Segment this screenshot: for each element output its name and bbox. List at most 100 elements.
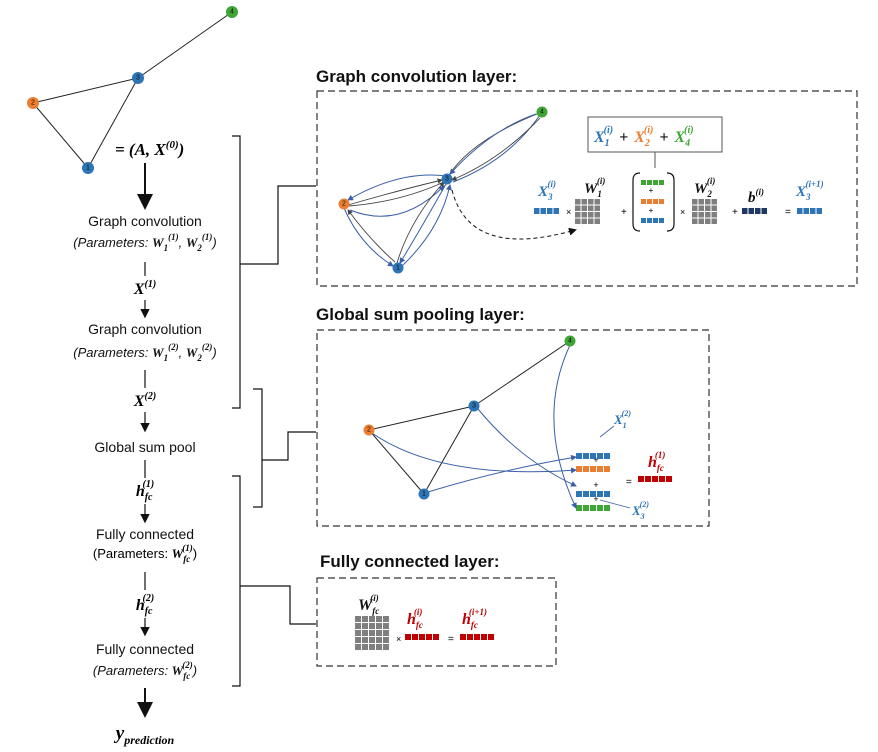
graph-node-2: 2 — [338, 198, 350, 210]
matrix-cell — [653, 199, 658, 204]
plus-symbol: + — [593, 455, 598, 465]
matrix-cell — [797, 208, 803, 214]
matrix-cell — [692, 205, 698, 211]
matrix-cell — [604, 491, 610, 497]
pool-panel — [316, 329, 710, 527]
matrix-cell — [748, 208, 754, 214]
matrix-cell — [698, 212, 704, 218]
pool-arrow — [427, 454, 577, 493]
matrix-cell — [581, 212, 587, 218]
matrix-cell — [588, 218, 594, 224]
input-graph: 4 3 2 1 — [27, 6, 238, 174]
vector-bias — [742, 208, 767, 214]
matrix-cell — [369, 623, 375, 629]
pool-x3-label: X3(2) — [631, 500, 649, 521]
matrix-cell — [705, 212, 711, 218]
graph-edge — [473, 340, 571, 407]
matrix-cell — [652, 476, 658, 482]
matrix-cell — [433, 634, 439, 640]
neighbor-sum-formula: X1(i) + X2(i) + X4(i) — [593, 120, 694, 149]
graph-edge — [347, 209, 396, 263]
graph-edge — [368, 429, 425, 495]
matrix-cell — [369, 616, 375, 622]
pool-panel-title: Global sum pooling layer: — [316, 305, 525, 324]
flow-x1-label: X(1) — [133, 279, 156, 298]
matrix-cell — [597, 466, 603, 472]
plus-symbol: + — [593, 494, 598, 504]
matrix-cell — [383, 623, 389, 629]
svg-text:3: 3 — [445, 176, 449, 183]
graph-edge — [347, 174, 447, 201]
matrix-cell — [576, 505, 582, 511]
matrix-cell — [460, 634, 466, 640]
neighbor-sum-box — [587, 116, 723, 153]
matrix-cell — [590, 453, 596, 459]
matrix-cell — [588, 205, 594, 211]
plus-symbol: + — [649, 206, 654, 215]
gconv-w1-label: W1(i) — [584, 176, 605, 199]
vector-orange — [641, 199, 664, 204]
matrix-cell — [659, 199, 664, 204]
fc-weight-matrix — [355, 616, 389, 650]
fc-output-label: hfc(i+1) — [462, 607, 487, 630]
graph-edge — [137, 11, 233, 79]
vector-x3-next — [797, 208, 822, 214]
svg-text:2: 2 — [367, 427, 371, 434]
svg-text:2: 2 — [342, 201, 346, 208]
matrix-cell — [705, 199, 711, 205]
graph-edge — [348, 181, 445, 207]
matrix-cell — [376, 630, 382, 636]
graph-edge — [401, 184, 452, 267]
pool-arrow — [371, 432, 577, 474]
matrix-cell — [405, 634, 411, 640]
flow-hfc1-label: hfc(1) — [136, 479, 154, 503]
matrix-cell — [383, 630, 389, 636]
bracket-left — [632, 172, 641, 232]
graph-edge — [399, 183, 447, 264]
dashed-arrow — [451, 189, 577, 240]
gconv-bias-label: b(i) — [748, 187, 764, 206]
matrix-cell — [711, 205, 717, 211]
graph-edge — [368, 405, 475, 431]
matrix-cell — [355, 630, 361, 636]
graph-node-3: 3 — [132, 72, 144, 84]
matrix-cell — [647, 180, 652, 185]
matrix-cell — [659, 180, 664, 185]
matrix-cell — [594, 205, 600, 211]
gconv-graph: 4 3 2 1 — [338, 106, 577, 274]
matrix-cell — [383, 616, 389, 622]
matrix-cell — [376, 637, 382, 643]
svg-text:4: 4 — [230, 9, 234, 16]
plus-symbol: + — [621, 207, 627, 218]
matrix-cell — [604, 466, 610, 472]
matrix-cell — [553, 208, 559, 214]
graph-edge — [343, 207, 394, 267]
svg-text:3: 3 — [136, 75, 140, 82]
fc-w-label: Wfc(i) — [358, 593, 379, 616]
equals-symbol: = — [448, 634, 454, 645]
matrix-cell — [362, 630, 368, 636]
matrix-cell — [653, 180, 658, 185]
matrix-cell — [803, 208, 809, 214]
graph-edge — [452, 111, 543, 183]
gconv-panel — [316, 90, 858, 287]
flow-step-title: Fully connected — [96, 526, 194, 542]
graph-node-4: 4 — [226, 6, 238, 18]
matrix-cell — [383, 637, 389, 643]
graph-edge — [446, 111, 543, 179]
pool-vector-2 — [576, 466, 610, 472]
flow-step-params: (Parameters: Wfc(1)) — [93, 543, 197, 564]
graph-node-3: 3 — [468, 400, 480, 412]
svg-text:1: 1 — [396, 265, 400, 272]
bracket-fc — [232, 475, 241, 687]
pool-vector-3 — [576, 491, 610, 497]
matrix-cell — [692, 218, 698, 224]
flow-step-title: Fully connected — [96, 641, 194, 657]
matrix-cell — [383, 644, 389, 650]
graph-node-1: 1 — [82, 162, 94, 174]
vector-green — [641, 180, 664, 185]
plus-symbol: + — [732, 207, 738, 218]
fc-output-vector — [460, 634, 494, 640]
svg-text:2: 2 — [31, 100, 35, 107]
